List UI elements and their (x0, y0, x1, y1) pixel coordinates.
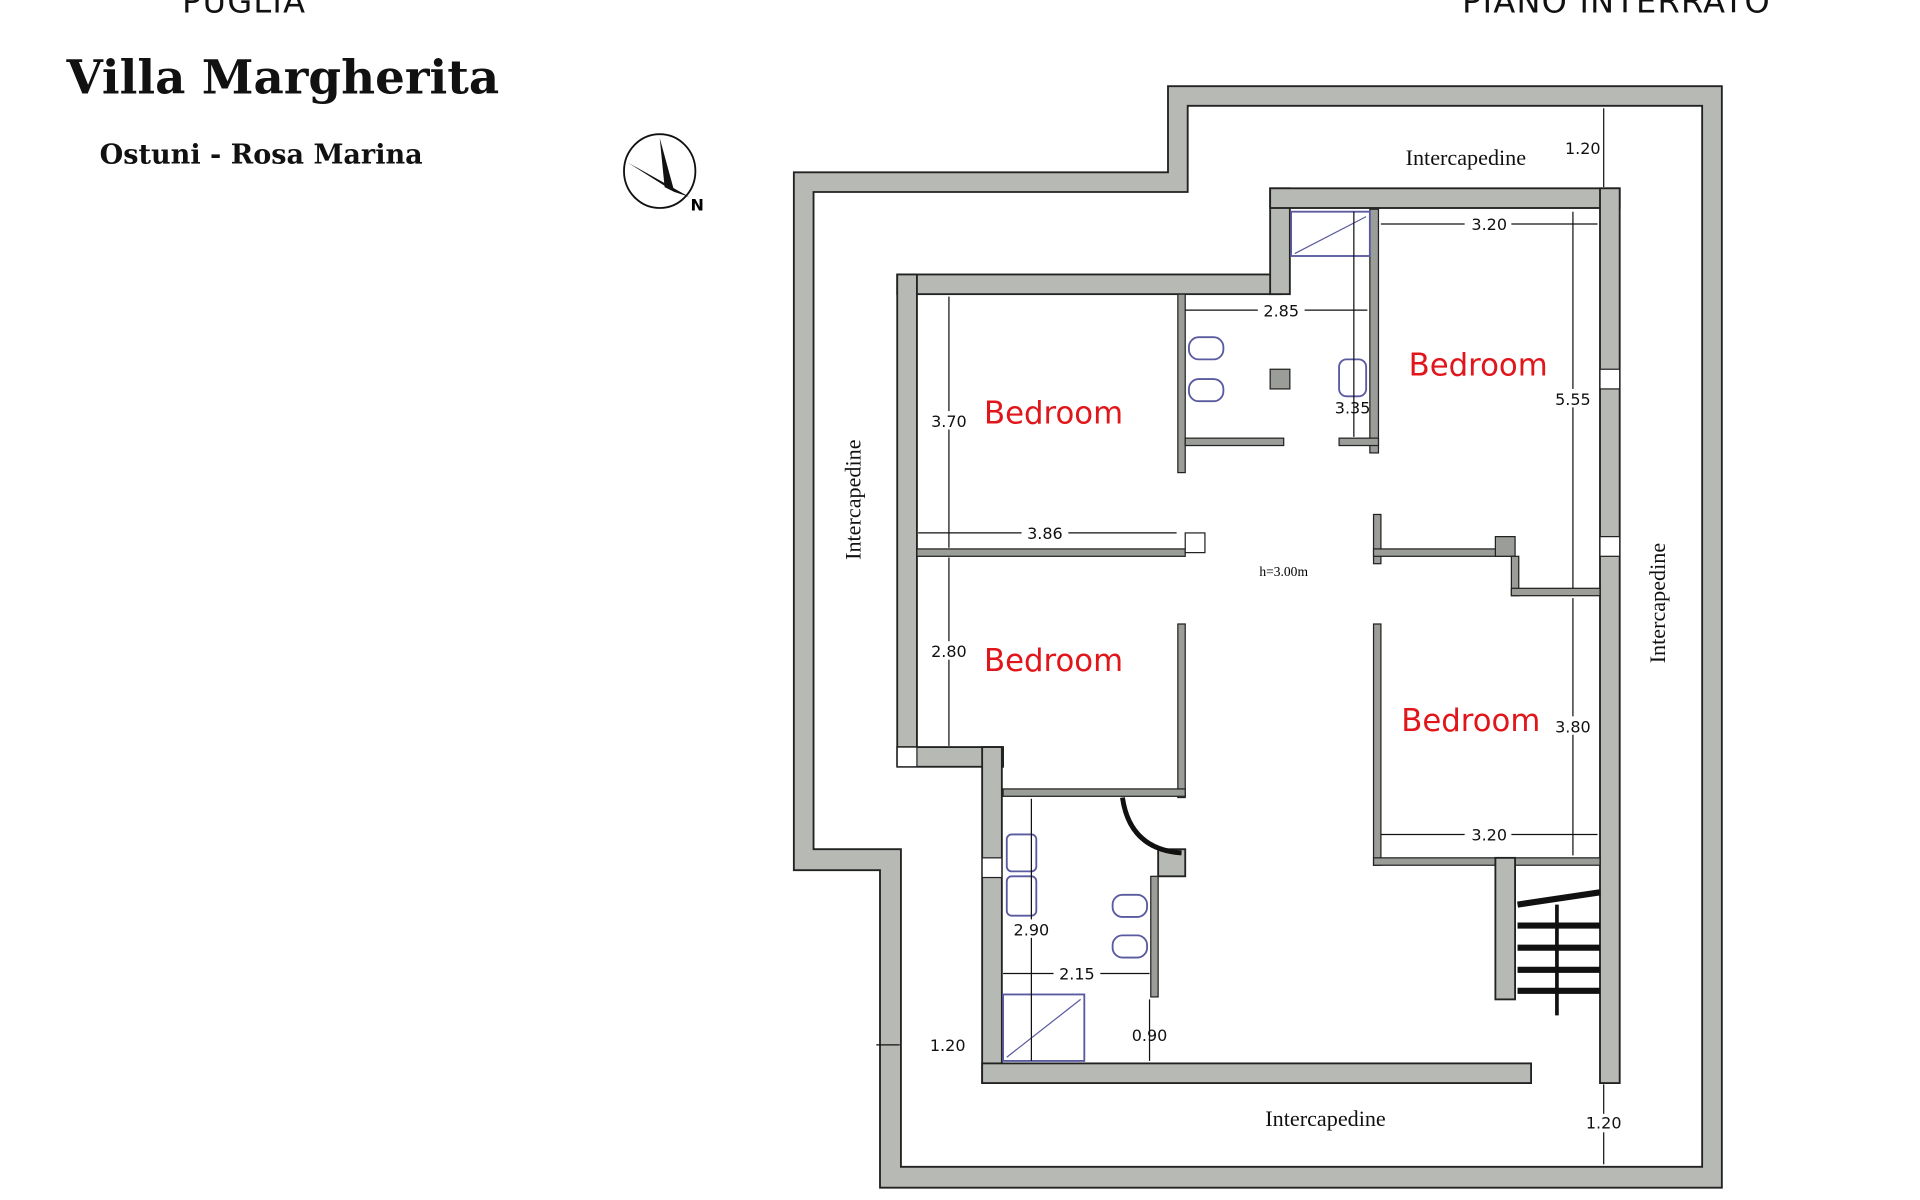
dim-label: 3.20 (1471, 826, 1507, 845)
floor-label: PIANO INTERRATO (1462, 0, 1771, 20)
room-label-bedroom: Bedroom (1401, 703, 1540, 739)
gap-label-left: Intercapedine (840, 439, 865, 560)
dim-label: 0.90 (1132, 1026, 1168, 1045)
dim-label: 3.80 (1555, 717, 1591, 736)
dim-label: 5.55 (1555, 390, 1591, 409)
dim-label: 3.35 (1335, 399, 1371, 418)
bathroom-fixtures (1002, 210, 1371, 1062)
room-label-bedroom: Bedroom (984, 395, 1123, 431)
page-title: Villa Margherita (65, 51, 499, 106)
dim-label: 2.85 (1263, 301, 1299, 320)
house-walls (896, 187, 1621, 1084)
dim-label: 1.20 (930, 1036, 966, 1055)
gap-label-top: Intercapedine (1406, 145, 1527, 170)
dim-label: 2.90 (1014, 920, 1050, 939)
dim-label: 3.86 (1027, 524, 1063, 543)
ceiling-height-note: h=3.00m (1259, 564, 1308, 579)
location-subtitle: Ostuni - Rosa Marina (100, 140, 423, 171)
compass-icon: N (623, 133, 704, 214)
dim-label: 3.20 (1471, 215, 1507, 234)
dim-label: 3.70 (931, 412, 967, 431)
gap-label-bottom: Intercapedine (1265, 1106, 1386, 1131)
dimension-labels: 1.20 3.20 2.85 3.35 5.55 3.70 3.86 2.80 … (928, 139, 1626, 1133)
dim-label: 2.80 (931, 642, 967, 661)
gap-label-right: Intercapedine (1645, 543, 1670, 664)
staircase (1517, 889, 1601, 1016)
dim-label: 2.15 (1059, 965, 1095, 984)
outer-wall (792, 85, 1723, 1189)
room-label-bedroom: Bedroom (984, 643, 1123, 679)
dim-label: 1.20 (1565, 139, 1601, 158)
room-label-bedroom: Bedroom (1409, 347, 1548, 383)
region-label: PUGLIA (182, 0, 306, 20)
dim-label: 1.20 (1586, 1114, 1622, 1133)
compass-north-label: N (690, 195, 703, 214)
